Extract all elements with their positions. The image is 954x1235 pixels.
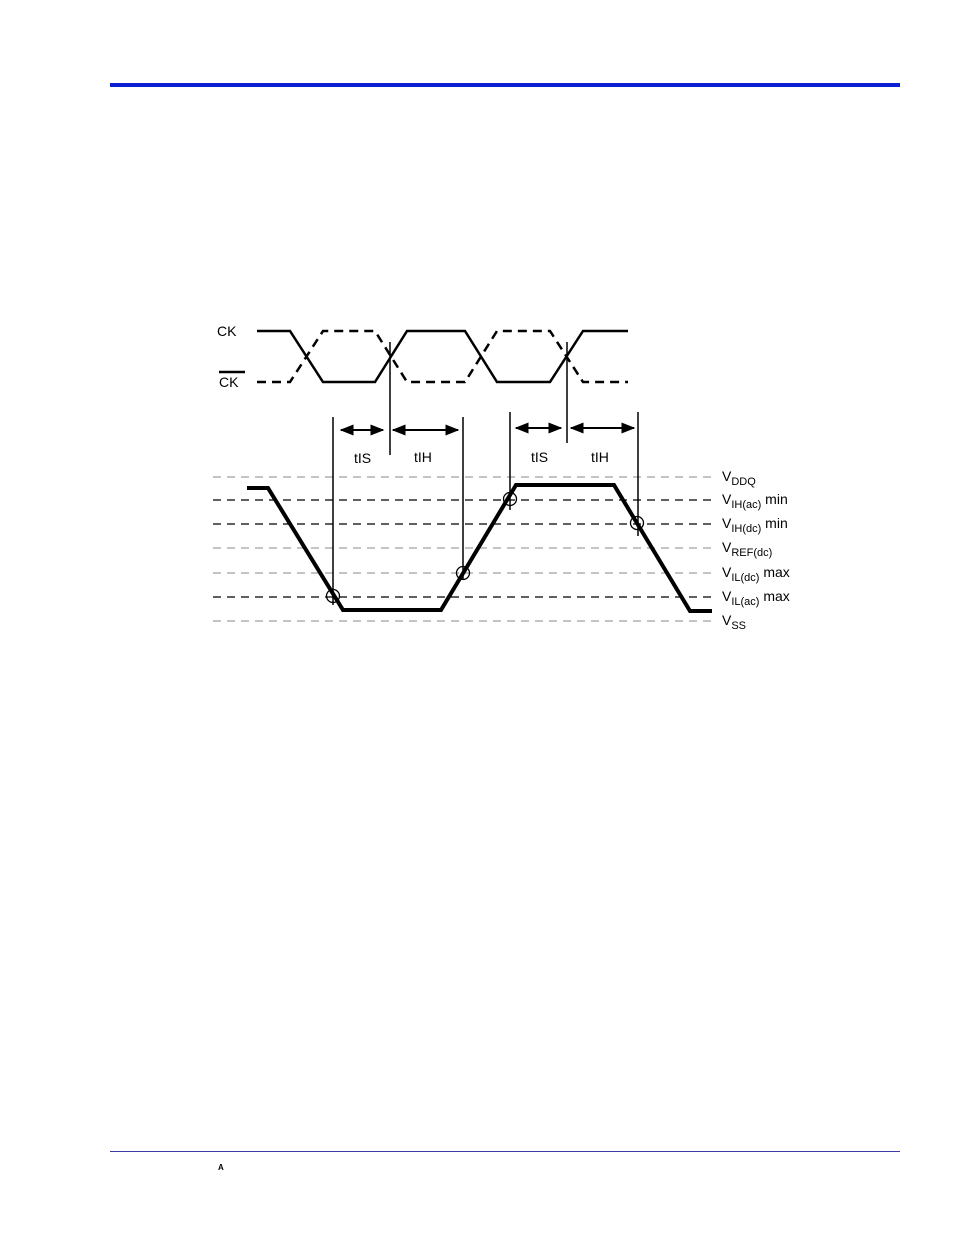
tih-2-label: tIH [591, 449, 609, 465]
level-label-vref: VREF(dc) [722, 539, 772, 559]
crossing-circle-1 [325, 588, 341, 604]
timing-arrows [339, 422, 636, 436]
timing-markers [332, 342, 639, 605]
level-label-vih-ac: VIH(ac) min [722, 491, 788, 511]
header-rule [110, 83, 900, 87]
tis-2-label: tIS [531, 449, 548, 465]
crossing-circle-4 [629, 515, 645, 531]
crossing-circle-3 [502, 491, 518, 507]
level-labels: VDDQ VIH(ac) min VIH(dc) min VREF(dc) VI… [722, 468, 790, 632]
crossing-markers [325, 491, 645, 604]
footer-rule [110, 1151, 900, 1152]
tis-1-label: tIS [354, 450, 371, 466]
ck-bar-label: CK [219, 374, 239, 390]
ck-bar-waveform [257, 329, 628, 384]
level-label-vil-dc: VIL(dc) max [722, 564, 790, 584]
level-label-vss: VSS [722, 612, 746, 632]
input-waveform [247, 483, 712, 613]
level-label-vddq: VDDQ [722, 468, 756, 488]
level-label-vil-ac: VIL(ac) max [722, 588, 790, 608]
footer-mark: A [218, 1163, 224, 1172]
level-label-vih-dc: VIH(dc) min [722, 515, 788, 535]
ck-label: CK [217, 323, 237, 339]
crossing-circle-2 [455, 565, 471, 581]
tih-1-label: tIH [414, 449, 432, 465]
ck-waveform [257, 329, 628, 384]
